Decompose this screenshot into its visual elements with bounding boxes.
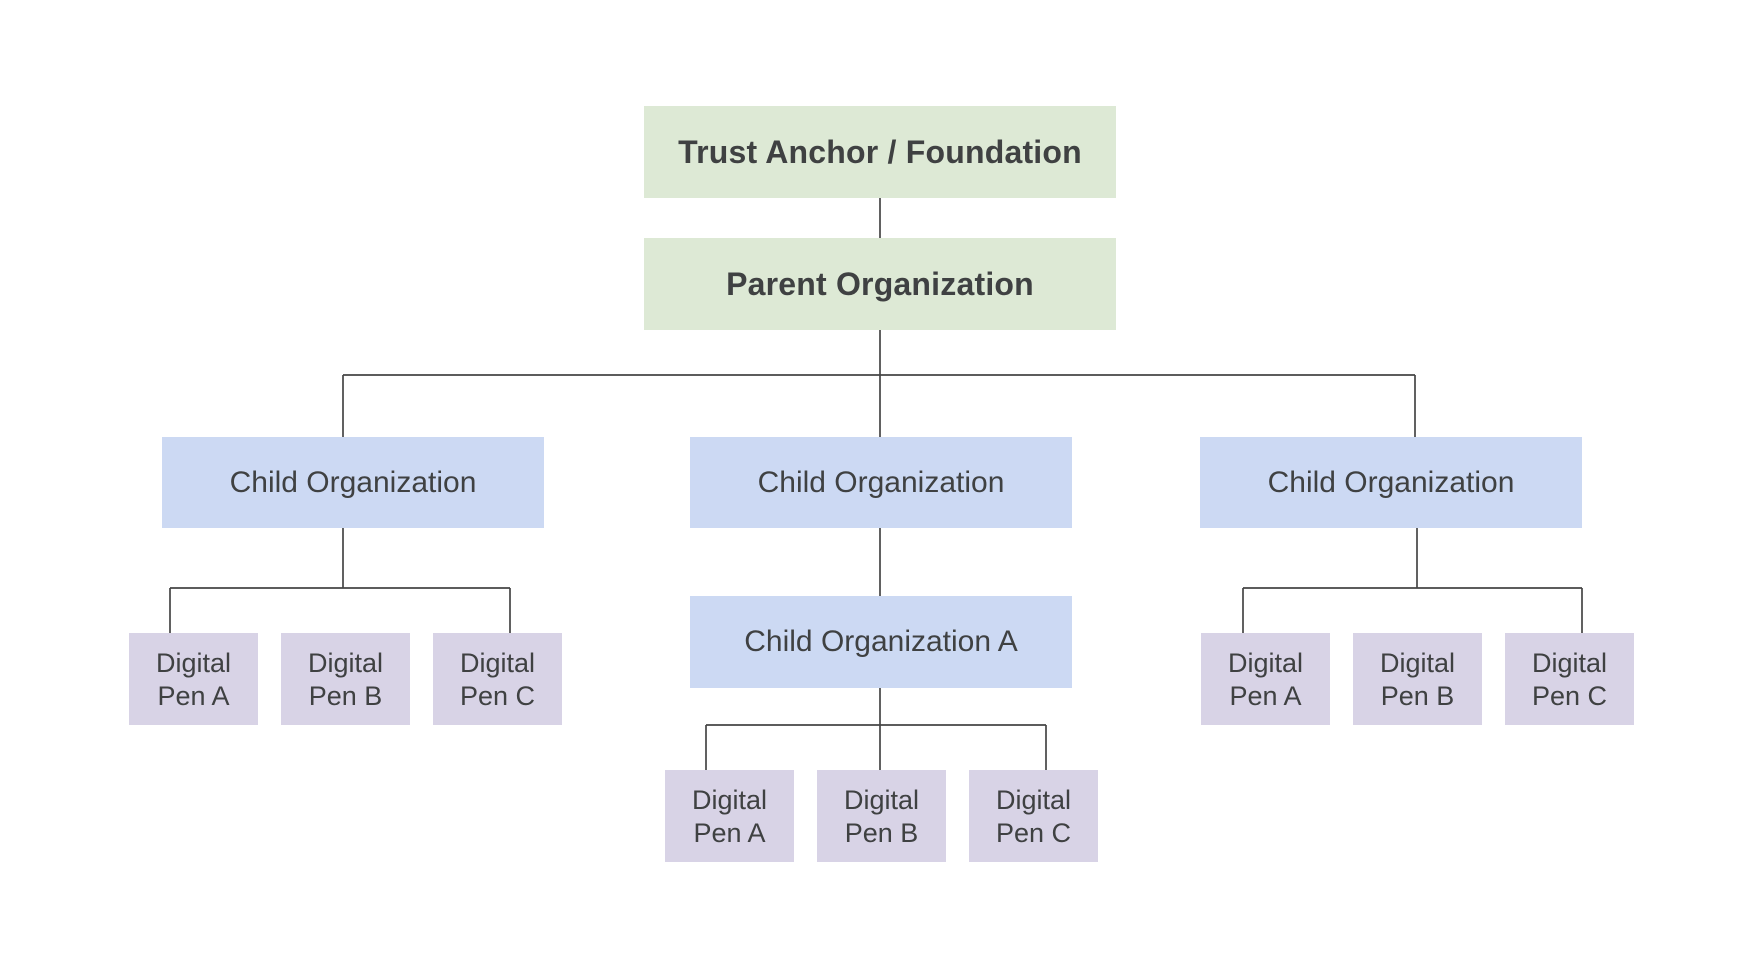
digital-pen-label: Digital Pen C <box>459 648 536 711</box>
child-organization-left: Child Organization <box>162 437 544 528</box>
digital-pen-node: Digital Pen A <box>665 770 794 862</box>
digital-pen-node: Digital Pen B <box>1353 633 1482 725</box>
digital-pen-node: Digital Pen A <box>1201 633 1330 725</box>
child-organization-a-label: Child Organization A <box>744 625 1018 658</box>
child-organization-label: Child Organization <box>1267 465 1515 499</box>
child-organization-middle: Child Organization <box>690 437 1072 528</box>
child-organization-label: Child Organization <box>757 465 1005 499</box>
digital-pen-label: Digital Pen A <box>155 648 232 711</box>
digital-pen-label: Digital Pen A <box>691 785 768 848</box>
trust-anchor-label: Trust Anchor / Foundation <box>678 133 1082 170</box>
digital-pen-node: Digital Pen C <box>969 770 1098 862</box>
digital-pen-label: Digital Pen C <box>1531 648 1608 711</box>
trust-anchor-node: Trust Anchor / Foundation <box>644 106 1116 198</box>
parent-organization-label: Parent Organization <box>726 265 1034 302</box>
child-organization-label: Child Organization <box>229 465 477 499</box>
digital-pen-label: Digital Pen B <box>1379 648 1456 711</box>
digital-pen-node: Digital Pen B <box>281 633 410 725</box>
digital-pen-node: Digital Pen B <box>817 770 946 862</box>
digital-pen-label: Digital Pen B <box>843 785 920 848</box>
child-organization-a: Child Organization A <box>690 596 1072 688</box>
digital-pen-label: Digital Pen C <box>995 785 1072 848</box>
child-organization-right: Child Organization <box>1200 437 1582 528</box>
digital-pen-node: Digital Pen C <box>433 633 562 725</box>
digital-pen-node: Digital Pen A <box>129 633 258 725</box>
digital-pen-label: Digital Pen A <box>1227 648 1304 711</box>
digital-pen-label: Digital Pen B <box>307 648 384 711</box>
parent-organization-node: Parent Organization <box>644 238 1116 330</box>
digital-pen-node: Digital Pen C <box>1505 633 1634 725</box>
